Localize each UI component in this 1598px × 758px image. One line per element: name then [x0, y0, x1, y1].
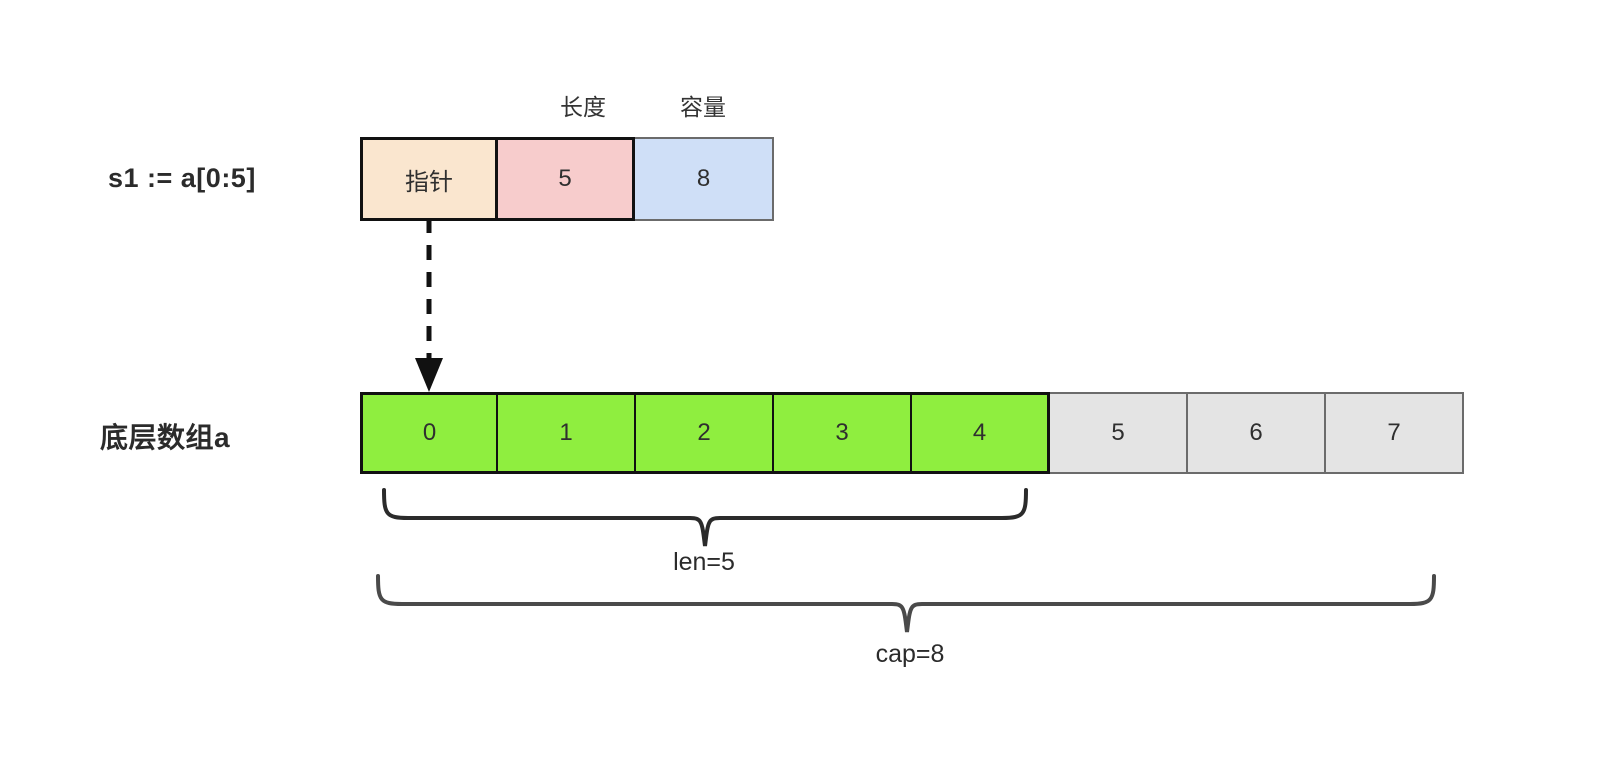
- capacity-caption: 容量: [680, 94, 726, 120]
- slice-header-capacity-cell: 8: [635, 137, 774, 221]
- cap-brace-icon: [376, 574, 1436, 633]
- underlying-array: 0 1 2 3 4 5 6 7: [360, 392, 1464, 474]
- pointer-dashed-arrow-icon: [415, 218, 443, 392]
- array-cell: 4: [912, 392, 1050, 474]
- slice-header-struct: 指针 5 8: [360, 137, 774, 221]
- array-cell: 3: [774, 392, 912, 474]
- array-cell: 2: [636, 392, 774, 474]
- slice-header-pointer-cell: 指针: [360, 137, 498, 221]
- length-caption: 长度: [560, 94, 606, 120]
- slice-row-label: s1 := a[0:5]: [108, 163, 256, 193]
- array-cell: 0: [360, 392, 498, 474]
- cap-brace-label: cap=8: [875, 640, 945, 668]
- array-cell: 7: [1326, 392, 1464, 474]
- array-row-label: 底层数组a: [100, 422, 231, 453]
- array-cell: 1: [498, 392, 636, 474]
- len-brace-label: len=5: [673, 548, 735, 576]
- len-brace-icon: [382, 488, 1028, 547]
- array-cell: 6: [1188, 392, 1326, 474]
- slice-header-length-cell: 5: [498, 137, 635, 221]
- array-cell: 5: [1050, 392, 1188, 474]
